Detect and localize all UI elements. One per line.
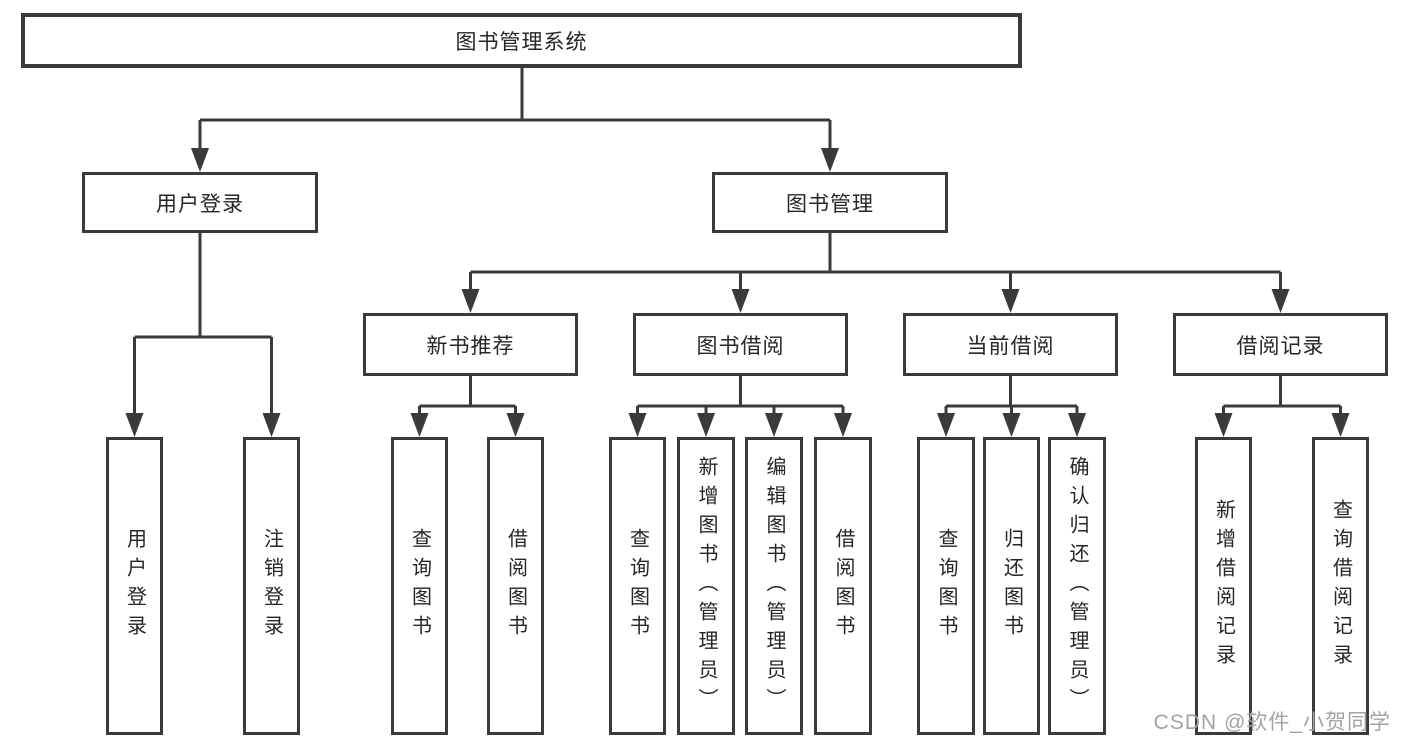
node-label: 查询借阅记录 [1329, 499, 1352, 673]
node-label: 用户登录 [156, 192, 244, 216]
node-current-borrowing: 当前借阅 [903, 313, 1118, 376]
connector-recommend-to-leaves [418, 376, 517, 419]
leaf-confirm-return-admin: 确认归还（管理员） [1048, 437, 1106, 735]
node-label: 查询图书 [626, 528, 649, 644]
node-label: 编辑图书（管理员） [763, 455, 785, 717]
node-label: 图书管理系统 [455, 30, 588, 54]
leaf-borrowing-borrow-books: 借阅图书 [814, 437, 872, 735]
leaf-borrowing-query-books: 查询图书 [609, 437, 666, 735]
leaf-return-books: 归还图书 [983, 437, 1040, 735]
node-borrowing-records: 借阅记录 [1173, 313, 1388, 376]
csdn-watermark: CSDN @软件_小贺同学 [1153, 711, 1391, 734]
leaf-edit-books-admin: 编辑图书（管理员） [745, 437, 803, 735]
node-label: 注销登录 [260, 528, 283, 644]
connector-records-to-leaves [1222, 376, 1342, 419]
node-label: 归还图书 [1000, 528, 1023, 644]
connector-mgmt-to-level3 [469, 233, 1282, 295]
connector-current-to-leaves [944, 376, 1079, 419]
connector-root-to-level2 [198, 68, 832, 154]
connector-login-to-leaves [133, 233, 273, 419]
node-label: 用户登录 [123, 528, 146, 644]
node-label: 确认归还（管理员） [1066, 455, 1088, 717]
leaf-add-books-admin: 新增图书（管理员） [677, 437, 735, 735]
node-library-management-system: 图书管理系统 [21, 13, 1022, 68]
leaf-query-borrow-record: 查询借阅记录 [1312, 437, 1369, 735]
node-label: 当前借阅 [966, 334, 1055, 358]
node-label: 图书借阅 [696, 334, 785, 358]
arrowhead-icons [125, 148, 1350, 437]
node-label: 借阅图书 [504, 528, 527, 644]
leaf-user-login: 用户登录 [106, 437, 163, 735]
leaf-logout: 注销登录 [243, 437, 300, 735]
node-label: 查询图书 [408, 528, 431, 644]
node-new-book-recommendation: 新书推荐 [363, 313, 578, 376]
node-label: 图书管理 [786, 192, 874, 216]
node-label: 新增借阅记录 [1212, 499, 1235, 673]
leaf-add-borrow-record: 新增借阅记录 [1195, 437, 1252, 735]
node-label: 借阅图书 [832, 528, 854, 644]
leaf-recommend-borrow-books: 借阅图书 [487, 437, 544, 735]
node-label: 借阅记录 [1236, 334, 1325, 358]
node-label: 查询图书 [935, 528, 957, 644]
leaf-recommend-query-books: 查询图书 [391, 437, 448, 735]
node-book-management: 图书管理 [712, 172, 948, 233]
leaf-current-query-books: 查询图书 [917, 437, 975, 735]
node-label: 新增图书（管理员） [695, 455, 717, 717]
node-user-login: 用户登录 [82, 172, 318, 233]
connector-borrow-to-leaves [636, 376, 845, 419]
node-book-borrowing: 图书借阅 [633, 313, 848, 376]
node-label: 新书推荐 [426, 334, 515, 358]
